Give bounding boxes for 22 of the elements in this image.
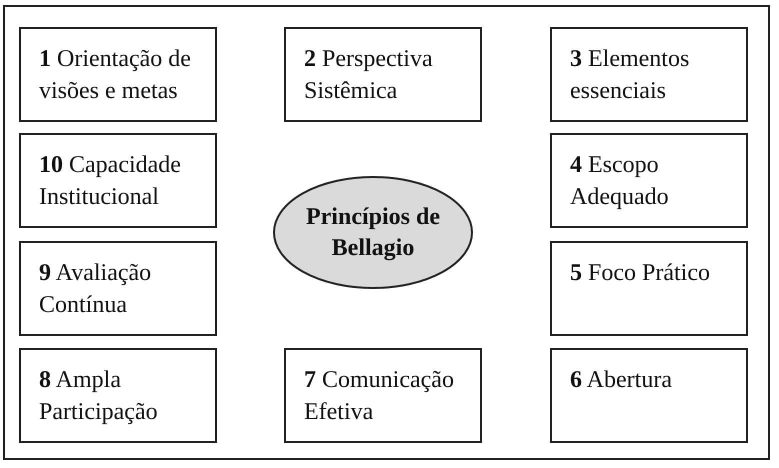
principle-box: [550, 241, 748, 336]
principle-label: 1 Orientação de visões e metas: [39, 45, 192, 106]
center-ellipse: [273, 176, 473, 289]
center-title: Princípios de Bellagio: [304, 202, 441, 262]
principle-label: 5 Foco Prático: [570, 259, 711, 288]
principle-box: [19, 348, 217, 443]
principle-label: 10 Capacidade Institucional: [39, 151, 182, 212]
principle-label: 3 Elementos essenciais: [570, 45, 690, 106]
principle-box: [550, 27, 748, 122]
principle-box: [284, 348, 482, 443]
principle-label: 9 Avaliação Contínua: [39, 259, 152, 320]
principle-label: 4 Escopo Adequado: [570, 151, 670, 212]
principle-box: [19, 27, 217, 122]
principle-box: [550, 133, 748, 228]
principle-box: [19, 133, 217, 228]
principle-box: [19, 241, 217, 336]
principle-label: 7 Comunicação Efetiva: [304, 366, 455, 427]
principle-label: 8 Ampla Participação: [39, 366, 159, 427]
principle-box: [550, 348, 748, 443]
principle-box: [284, 27, 482, 122]
principle-label: 2 Perspectiva Sistêmica: [304, 45, 434, 106]
principle-label: 6 Abertura: [570, 366, 673, 395]
